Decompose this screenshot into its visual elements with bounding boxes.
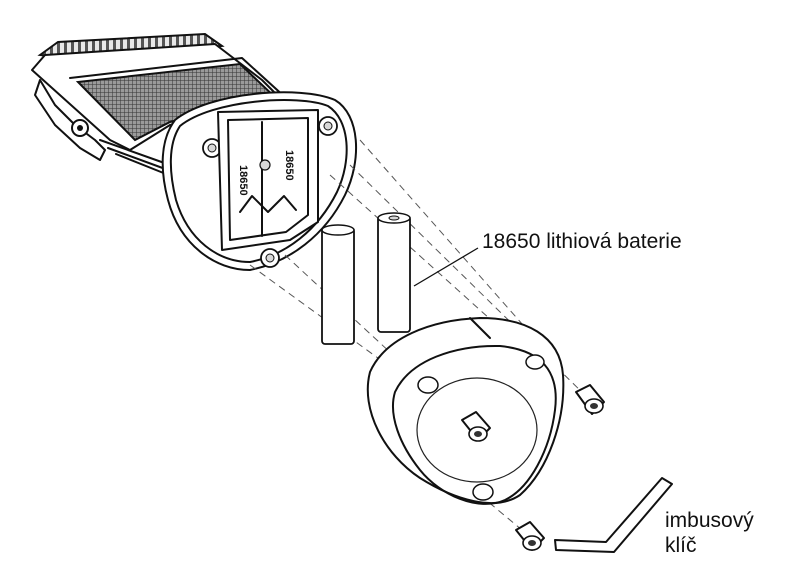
screw-bottom — [515, 521, 545, 551]
screw-center — [461, 411, 491, 442]
rear-housing: 18650 18650 — [161, 91, 358, 271]
allen-key — [554, 477, 673, 553]
battery-cell-right — [377, 212, 411, 333]
allen-key-label-line2: klíč — [665, 534, 697, 557]
battery-marking-left: 18650 — [237, 165, 249, 196]
battery-label-leader — [413, 247, 479, 287]
allen-key-label-line1: imbusový — [665, 509, 754, 532]
floodlight-body — [31, 32, 287, 175]
battery-marking-right: 18650 — [283, 150, 295, 181]
battery-label: 18650 lithiová baterie — [482, 230, 682, 253]
screw-right — [575, 384, 605, 415]
battery-cell-left — [321, 224, 355, 345]
rear-cover — [366, 317, 565, 505]
